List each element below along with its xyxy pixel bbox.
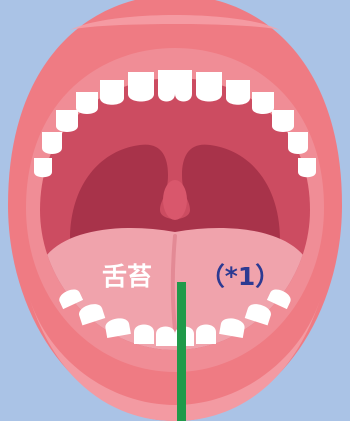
tongue-coating-label: 舌苔 [102,262,152,291]
footnote-marker-label: （*1） [200,262,280,291]
tongue-groove [173,236,175,330]
uvula [163,180,187,220]
indicator-line [177,282,186,421]
